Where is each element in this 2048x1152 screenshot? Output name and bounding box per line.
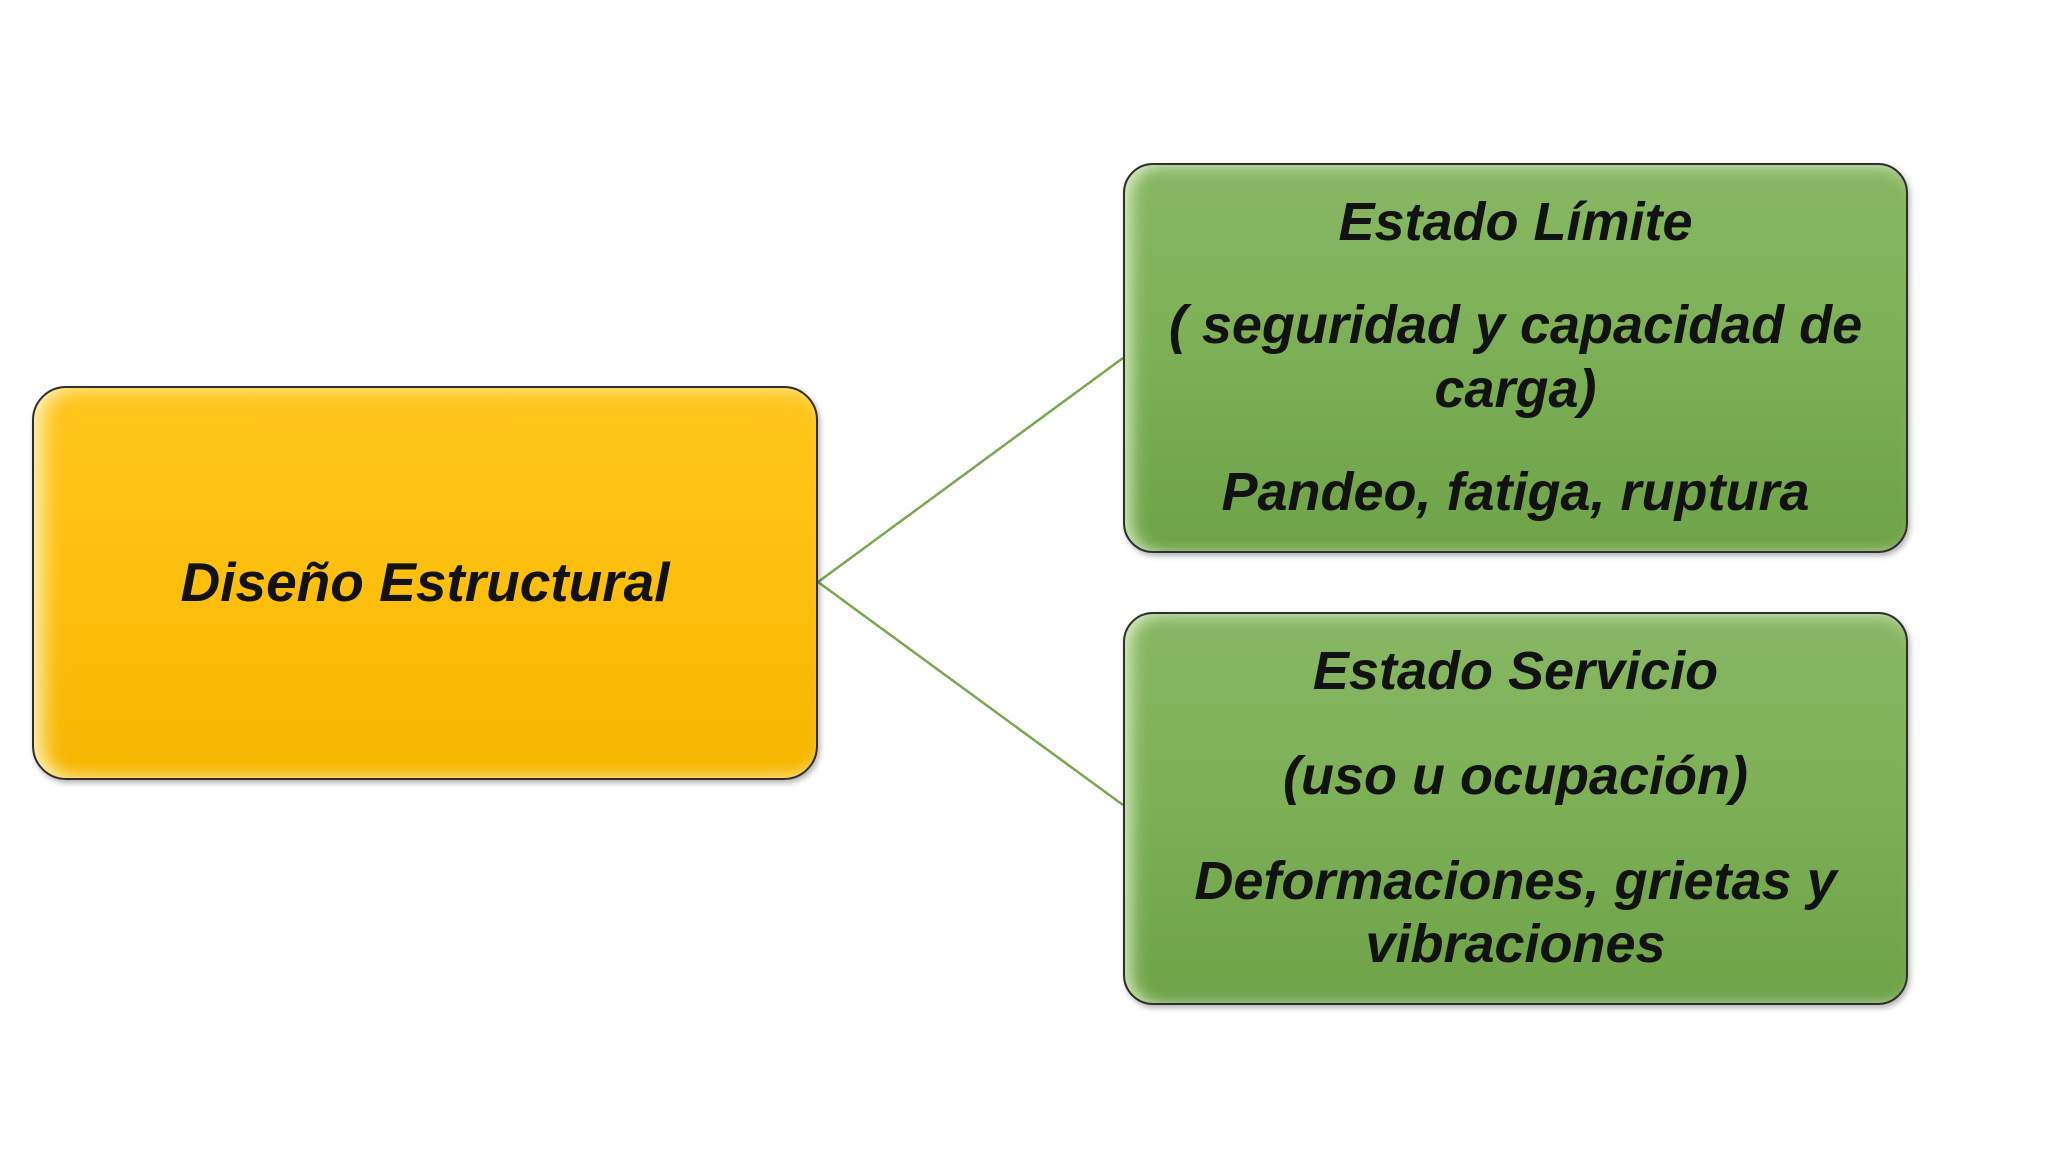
root-node-label: Diseño Estructural xyxy=(180,551,670,614)
estado-limite-title: Estado Límite xyxy=(1338,192,1693,252)
node-estado-servicio: Estado Servicio (uso u ocupación) Deform… xyxy=(1123,612,1908,1005)
estado-servicio-subtitle: (uso u ocupación) xyxy=(1283,745,1748,806)
estado-limite-detail: Pandeo, fatiga, ruptura xyxy=(1221,462,1810,523)
estado-limite-subtitle: ( seguridad y capacidad de carga) xyxy=(1168,295,1863,419)
node-diseno-estructural: Diseño Estructural xyxy=(32,386,818,780)
estado-servicio-title: Estado Servicio xyxy=(1312,641,1719,701)
node-estado-limite: Estado Límite ( seguridad y capacidad de… xyxy=(1123,163,1908,553)
connector-line-top xyxy=(817,356,1124,584)
estado-servicio-detail: Deformaciones, grietas y vibraciones xyxy=(1194,850,1837,975)
connector-line-bottom xyxy=(817,580,1124,807)
